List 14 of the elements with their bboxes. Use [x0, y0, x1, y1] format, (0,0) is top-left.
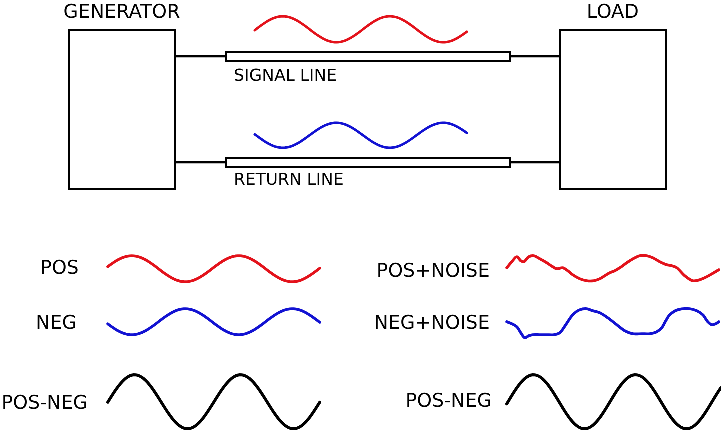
block-title: LOAD: [586, 3, 640, 22]
block-title: GENERATOR: [64, 3, 180, 22]
waveform-label: NEG+NOISE: [374, 314, 490, 332]
connecting-wire: [176, 55, 225, 58]
connecting-wire: [511, 161, 559, 164]
line-label: RETURN LINE: [234, 172, 344, 188]
waveform-label: POS+NOISE: [376, 262, 490, 280]
connecting-wire: [511, 55, 559, 58]
line-label: SIGNAL LINE: [234, 68, 338, 84]
waveform-label: NEG: [36, 314, 77, 332]
waveform-label: POS-NEG: [406, 392, 492, 410]
waveform-label: POS-NEG: [2, 394, 88, 412]
waveform-label: POS: [40, 258, 79, 278]
connecting-wire: [176, 161, 225, 164]
